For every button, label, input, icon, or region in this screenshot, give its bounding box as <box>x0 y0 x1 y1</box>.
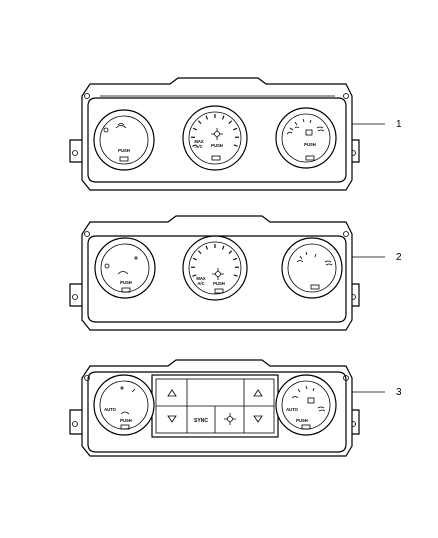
callout-1: 1 <box>396 119 402 130</box>
knob-1-center-ac-label: A/C <box>195 144 202 149</box>
knob-2-center[interactable]: MAX A/C PUSH <box>183 236 247 300</box>
knob-1-left[interactable]: PUSH <box>94 110 154 170</box>
knob-1-right[interactable]: PUSH <box>276 108 336 168</box>
knob-2-left[interactable]: PUSH <box>95 238 155 298</box>
knob-2-left-push-label: PUSH <box>120 280 132 285</box>
knob-1-right-push-label: PUSH <box>304 142 316 147</box>
knob-1-push-label: PUSH <box>118 148 130 153</box>
knob-1-center-push-label: PUSH <box>211 143 223 148</box>
sync-button[interactable]: SYNC <box>194 418 208 424</box>
knob-3-right-auto-label: AUTO <box>286 407 299 412</box>
knob-2-center-push-label: PUSH <box>213 281 225 286</box>
knob-3-right-push-label: PUSH <box>296 418 308 423</box>
knob-2-right[interactable] <box>282 238 342 298</box>
knob-3-left-auto-label: AUTO <box>104 407 117 412</box>
control-panel-2: PUSH MAX A/C PUSH 2 <box>70 216 402 330</box>
knob-3-right[interactable]: AUTO PUSH <box>276 375 336 435</box>
knob-3-left-push-label: PUSH <box>120 418 132 423</box>
knob-1-center[interactable]: MAX A/C PUSH <box>183 106 247 170</box>
callout-2: 2 <box>396 252 402 263</box>
center-button-panel: SYNC <box>152 375 278 437</box>
knob-3-left[interactable]: AUTO PUSH <box>94 375 154 435</box>
knob-2-center-ac-label: A/C <box>197 281 204 286</box>
control-panel-3: SYNC AUTO PUSH AUTO PUSH 3 <box>70 360 402 456</box>
control-panel-1: PUSH MAX A/C PUSH PUSH <box>70 78 402 190</box>
callout-3: 3 <box>396 387 402 398</box>
